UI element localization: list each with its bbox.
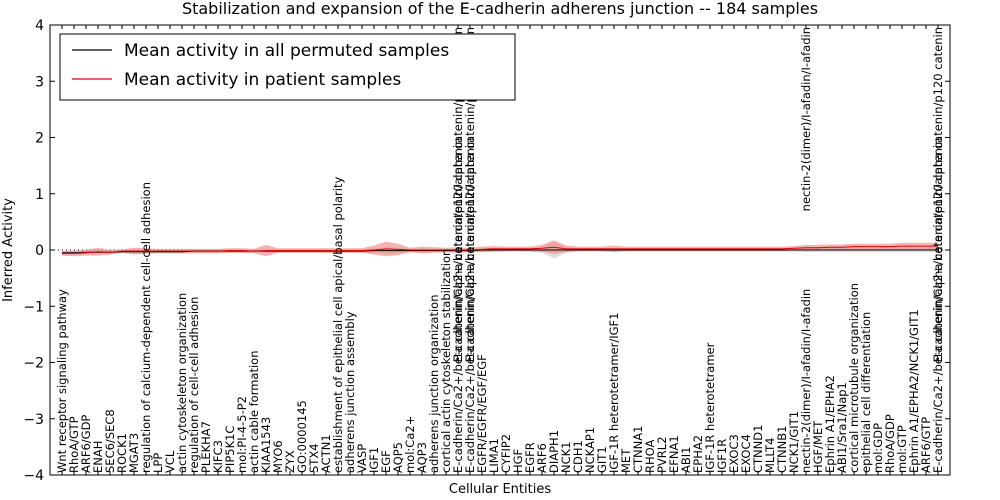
- x-tick-label: cortical microtubule organization: [847, 283, 861, 473]
- x-tick-label: EGFR: [523, 442, 537, 473]
- x-tick-label: MLLT4: [763, 438, 777, 474]
- x-tick-label: adherens junction organization: [427, 295, 441, 473]
- x-tick-label: CTNNA1: [631, 426, 645, 473]
- x-tick-label: PIP5K1C: [223, 426, 237, 473]
- x-tick-label: IGF1R: [715, 439, 729, 473]
- x-tick-label: ACTN1: [319, 434, 333, 473]
- x-tick-label: Ephrin A1/EPHA2: [823, 375, 837, 473]
- x-tick-label: RhoA/GTP: [67, 416, 81, 473]
- y-tick-label: 0: [35, 243, 44, 259]
- legend-box: [59, 33, 516, 101]
- x-tick-label: ABI1: [679, 447, 693, 473]
- y-tick-label: −4: [23, 468, 44, 484]
- x-tick-label: IGF-1R heterotetramer: [703, 342, 717, 473]
- x-tick-label: E-cadherin/Ca2+/beta catenin/alpha caten…: [931, 138, 945, 473]
- series-line-patient: [62, 245, 938, 254]
- x-tick-label: adherens junction assembly: [343, 311, 357, 473]
- x-tick-label: regulation of calcium-dependent cell-cel…: [139, 182, 153, 473]
- x-axis-label: Cellular Entities: [449, 482, 551, 497]
- x-tick-label: CYFIP2: [499, 434, 513, 473]
- x-tick-label: RHOA: [643, 440, 657, 473]
- x-tick-label: KIAA1543: [259, 417, 273, 473]
- x-tick-label: EGFR/EGFR/EGF/EGF: [475, 354, 489, 473]
- x-tick-label: DIAPH1: [547, 430, 561, 473]
- x-tick-label: actin cable formation: [247, 350, 261, 473]
- x-tick-label: ENAH: [91, 441, 105, 473]
- legend-label-patient: Mean activity in patient samples: [124, 70, 401, 90]
- x-tick-label: AQP5: [391, 442, 405, 473]
- x-tick-label: E-cadherin/Ca2+/beta catenin/alpha caten…: [463, 138, 477, 473]
- x-tick-label: SEC6/SEC8: [103, 409, 117, 473]
- x-tick-label: NCK1/GIT1: [787, 411, 801, 473]
- x-tick-label: regulation of cell-cell adhesion: [187, 297, 201, 473]
- x-tick-label-top: E-cadherin/Ca2+/beta catenin/alpha caten…: [451, 27, 465, 362]
- x-tick-label: ARF6/GTP: [919, 417, 933, 473]
- x-tick-label: MYO6: [271, 440, 285, 473]
- x-tick-label: nectin-2(dimer)/I-afadin/I-afadin: [799, 289, 813, 473]
- legend-label-permuted: Mean activity in all permuted samples: [124, 41, 449, 61]
- x-tick-label: HGF: [511, 449, 525, 473]
- y-tick-label: 2: [35, 131, 44, 147]
- x-tick-label: CTNND1: [751, 425, 765, 473]
- y-tick-label: −2: [23, 356, 44, 372]
- x-tick-label: Ephrin A1/EPHA2/NCK1/GIT1: [907, 309, 921, 473]
- x-tick-label: KIFC3: [211, 440, 225, 473]
- x-tick-label: NCKAP1: [583, 427, 597, 473]
- y-tick-label: 3: [35, 74, 44, 90]
- x-tick-label: ARF6: [535, 443, 549, 473]
- x-tick-label: mol:GTP: [895, 425, 909, 473]
- x-tick-label: STX4: [307, 443, 321, 473]
- x-tick-label: CDH1: [571, 440, 585, 473]
- x-tick-label-top: E-cadherin/Ca2+/beta catenin/alpha caten…: [463, 27, 477, 362]
- x-tick-label: ZYX: [283, 450, 297, 473]
- x-tick-label: ABI1/Sra1/Nap1: [835, 382, 849, 473]
- x-tick-label: mol:GDP: [871, 423, 885, 473]
- x-tick-label: EFNA1: [667, 435, 681, 473]
- y-tick-label: −3: [23, 412, 44, 428]
- x-tick-label: EXOC3: [727, 434, 741, 473]
- x-tick-label-top: E-cadherin/Ca2+/beta catenin/alpha caten…: [931, 27, 945, 362]
- x-tick-label: establishment of epithelial cell apical/…: [331, 177, 345, 473]
- x-tick-label: PLEKHA7: [199, 421, 213, 473]
- x-tick-label: ARF6/GDP: [79, 415, 93, 473]
- x-tick-label: HGF/MET: [811, 420, 825, 473]
- x-tick-label: GIT1: [595, 446, 609, 473]
- x-tick-label: mol:Ca2+: [403, 416, 417, 473]
- y-tick-label: 4: [35, 18, 44, 34]
- x-tick-label: LPP: [151, 453, 165, 473]
- x-tick-label: EPHA2: [691, 435, 705, 473]
- x-tick-label: AQP3: [415, 442, 429, 473]
- y-tick-label: −1: [23, 299, 44, 315]
- x-tick-label: ROCK1: [115, 433, 129, 473]
- x-tick-label: epithelial cell differentiation: [859, 312, 873, 473]
- x-tick-label: MET: [619, 448, 633, 473]
- x-tick-label: actin cytoskeleton organization: [175, 293, 189, 473]
- x-tick-label: EGF: [379, 450, 393, 473]
- x-tick-label: EXOC4: [739, 434, 753, 473]
- x-tick-label: NCK1: [559, 442, 573, 474]
- x-tick-label: PVRL2: [655, 436, 669, 473]
- x-tick-label: RhoA/GDP: [883, 414, 897, 473]
- x-tick-label: Wnt receptor signaling pathway: [55, 289, 69, 473]
- y-tick-label: 1: [35, 187, 44, 203]
- x-tick-label: MGAT3: [127, 433, 141, 473]
- x-tick-label-top: nectin-2(dimer)/I-afadin/I-afadin: [799, 27, 813, 211]
- legend: Mean activity in all permuted samples Me…: [59, 33, 516, 101]
- x-tick-label: LIMA1: [487, 438, 501, 473]
- y-axis-label: Inferred Activity: [1, 198, 16, 302]
- x-tick-label: IGF-1R heterotetramer/IGF1: [607, 313, 621, 473]
- y-axis: −4 −3 −2 −1 0 1 2 3 4: [23, 18, 950, 484]
- x-tick-label: CTNNB1: [775, 426, 789, 473]
- x-tick-label: mol:PI-4-5-P2: [235, 396, 249, 473]
- x-tick-label: cortical actin cytoskeleton stabilizatio…: [439, 249, 453, 473]
- x-tick-label: VCL: [163, 450, 177, 473]
- patient-band: [62, 240, 938, 257]
- x-tick-label: IGF1: [367, 447, 381, 473]
- x-tick-label: E-cadherin/Ca2+/beta catenin/alpha caten…: [451, 138, 465, 473]
- x-tick-label: VASP: [355, 444, 369, 473]
- x-tick-labels: Wnt receptor signaling pathwayRhoA/GTPAR…: [55, 25, 945, 475]
- chart-title: Stabilization and expansion of the E-cad…: [182, 0, 818, 18]
- x-tick-label: GO:0000145: [295, 400, 309, 473]
